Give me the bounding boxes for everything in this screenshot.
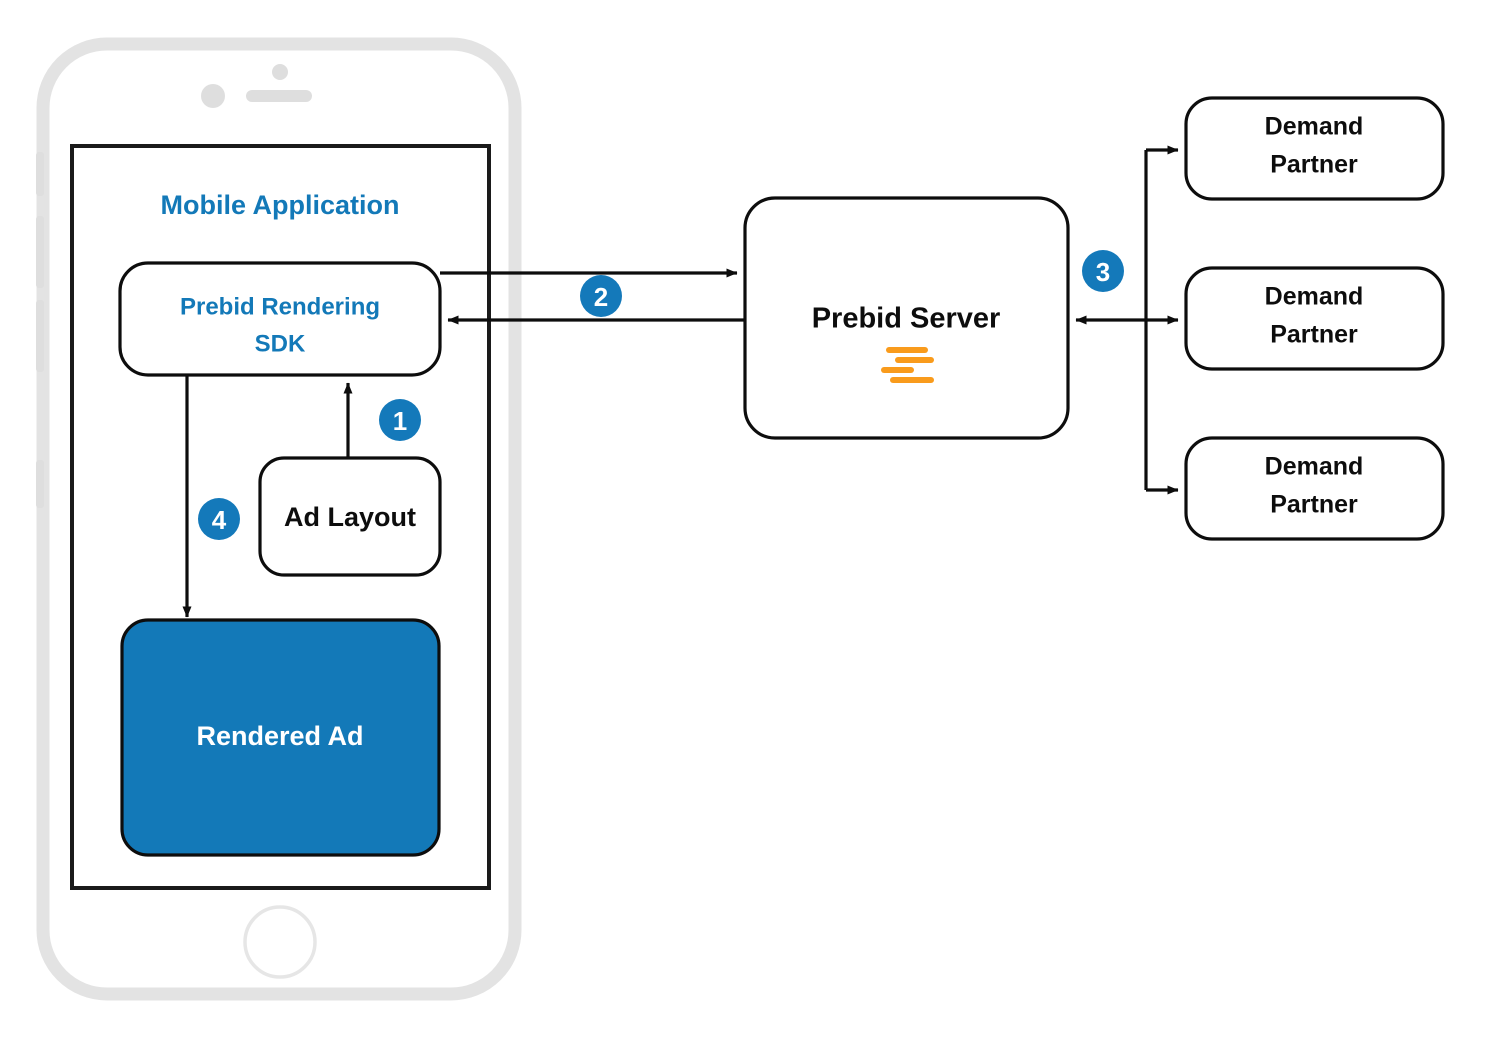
node-demand-partner-1-label-line2: Partner bbox=[1270, 151, 1358, 179]
node-demand-partner-3-label-line2: Partner bbox=[1270, 491, 1358, 519]
step-badge-1-number: 1 bbox=[393, 406, 407, 436]
camera-dot-icon bbox=[272, 64, 288, 80]
node-ad-layout-box[interactable] bbox=[258, 456, 442, 577]
step-badge-2-circle bbox=[580, 275, 622, 317]
node-rendered-ad-label: Rendered Ad bbox=[196, 721, 363, 751]
step-badge-4: 4 bbox=[198, 498, 240, 540]
step-badge-4-circle bbox=[198, 498, 240, 540]
step-badge-3-number: 3 bbox=[1096, 257, 1110, 287]
home-button-ring-icon[interactable] bbox=[243, 905, 317, 979]
node-sdk-label-line2: SDK bbox=[255, 330, 306, 357]
node-demand-partner-3[interactable]: Demand Partner bbox=[1184, 436, 1445, 541]
node-rendered-ad-box[interactable] bbox=[120, 618, 441, 857]
node-demand-partner-2[interactable]: Demand Partner bbox=[1184, 266, 1445, 371]
node-demand-partner-1[interactable]: Demand Partner bbox=[1184, 96, 1445, 201]
step-badge-2-number: 2 bbox=[594, 282, 608, 312]
speaker-slot-icon bbox=[246, 90, 312, 102]
phone-side-button-icon bbox=[36, 460, 44, 508]
phone-volume-down-icon bbox=[36, 300, 44, 372]
node-prebid-rendering-sdk[interactable]: Prebid Rendering SDK bbox=[118, 261, 442, 377]
node-demand-partner-1-label-line1: Demand bbox=[1265, 113, 1364, 141]
node-prebid-server[interactable]: Prebid Server bbox=[743, 196, 1070, 440]
node-ad-layout[interactable]: Ad Layout bbox=[258, 456, 442, 577]
step-badge-3: 3 bbox=[1082, 250, 1124, 292]
node-demand-partner-1-box[interactable] bbox=[1184, 96, 1445, 201]
node-sdk-label-line1: Prebid Rendering bbox=[180, 293, 380, 320]
sensor-dot-icon bbox=[201, 84, 225, 108]
step-badge-2: 2 bbox=[580, 275, 622, 317]
step-badge-1-circle bbox=[379, 399, 421, 441]
node-demand-partner-3-box[interactable] bbox=[1184, 436, 1445, 541]
node-sdk-box[interactable] bbox=[118, 261, 442, 377]
node-demand-partner-2-label-line1: Demand bbox=[1265, 283, 1364, 311]
phone-mute-switch-icon bbox=[36, 152, 44, 196]
node-rendered-ad[interactable]: Rendered Ad bbox=[120, 618, 441, 857]
prebid-logo-bars-icon bbox=[881, 347, 934, 383]
phone-volume-up-icon bbox=[36, 216, 44, 288]
node-ad-layout-label: Ad Layout bbox=[284, 502, 416, 532]
step-badge-3-circle bbox=[1082, 250, 1124, 292]
step-badge-4-number: 4 bbox=[212, 505, 227, 535]
node-demand-partner-3-label-line1: Demand bbox=[1265, 453, 1364, 481]
node-prebid-server-label: Prebid Server bbox=[812, 303, 1001, 335]
page-title: Mobile Application bbox=[161, 190, 400, 220]
node-demand-partner-2-box[interactable] bbox=[1184, 266, 1445, 371]
node-prebid-server-box[interactable] bbox=[743, 196, 1070, 440]
step-badge-1: 1 bbox=[379, 399, 421, 441]
node-demand-partner-2-label-line2: Partner bbox=[1270, 321, 1358, 349]
